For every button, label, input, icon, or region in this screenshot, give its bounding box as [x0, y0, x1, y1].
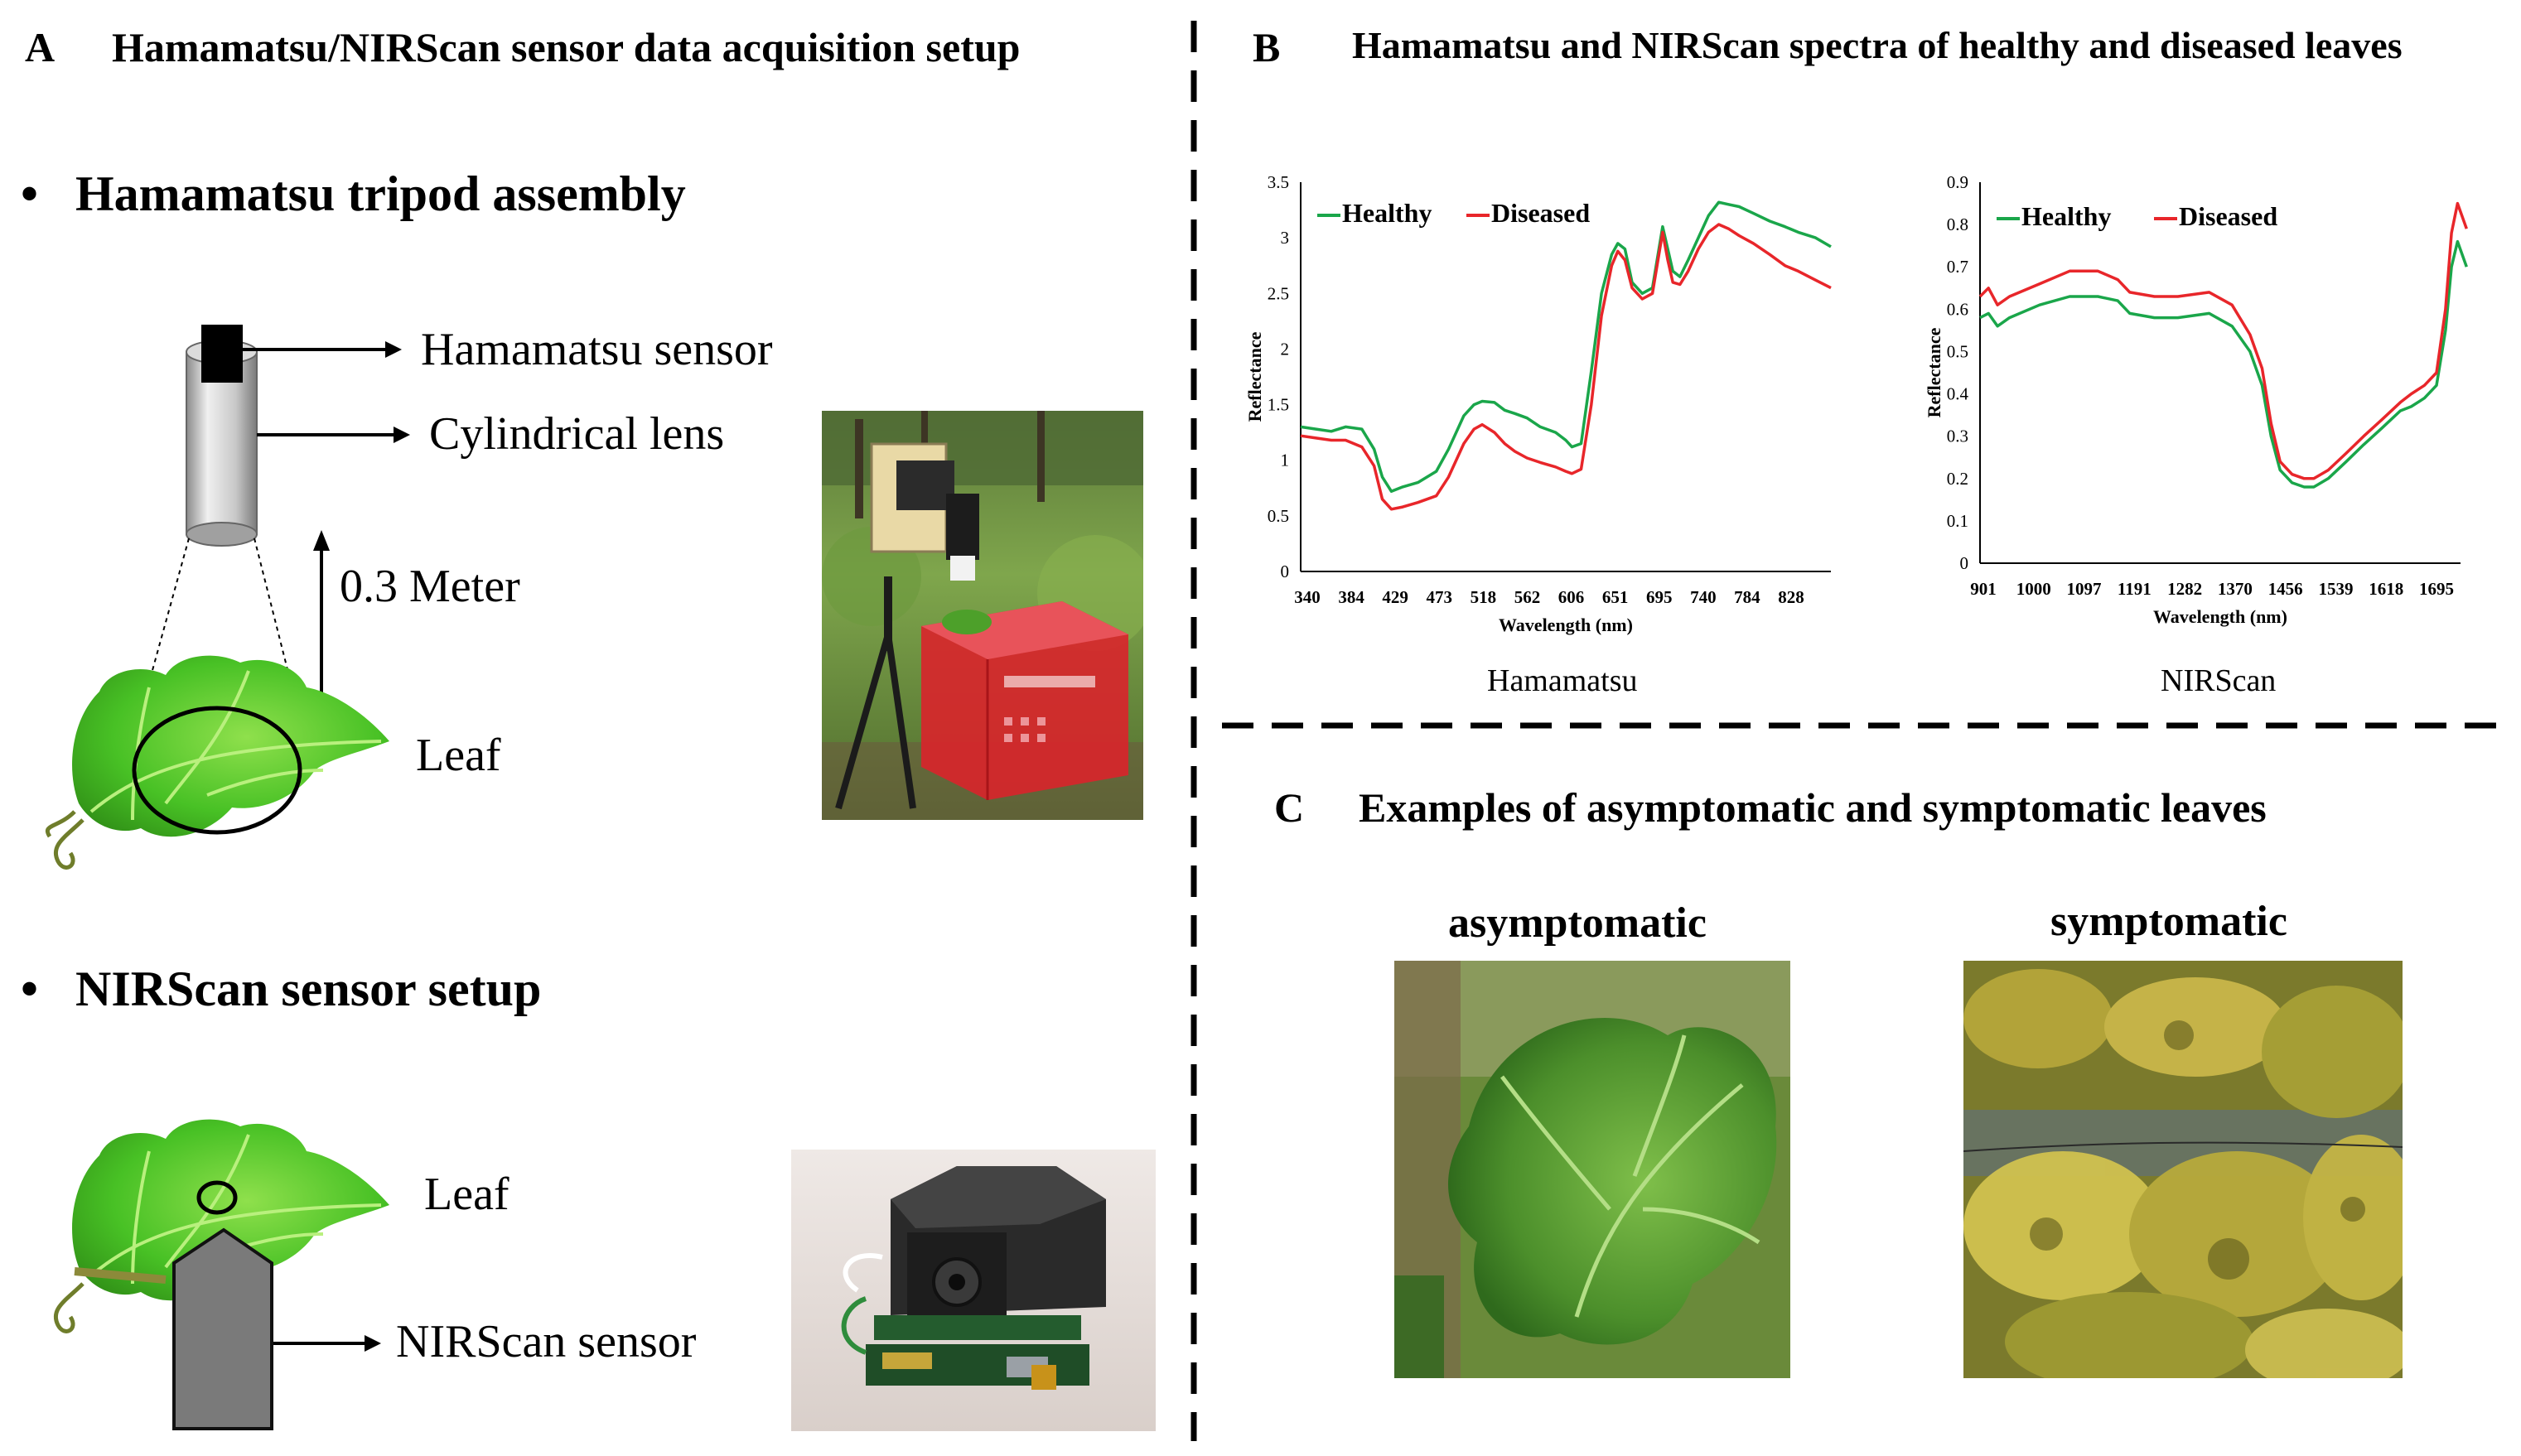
bullet-dot: • — [21, 166, 39, 221]
caption-hamamatsu: Hamamatsu — [1487, 663, 1638, 698]
x-tick-label: 784 — [1734, 587, 1760, 607]
nirscan-setup-diagram — [53, 1119, 389, 1430]
x-tick-label: 384 — [1338, 587, 1364, 607]
x-tick-label: 695 — [1646, 587, 1673, 607]
bullet-hamamatsu-label: Hamamatsu tripod assembly — [75, 166, 686, 221]
panel-b-letter: B — [1253, 24, 1281, 70]
label-cylindrical-lens: Cylindrical lens — [429, 408, 725, 460]
series-line-healthy — [1300, 200, 1832, 494]
x-tick-label: 651 — [1602, 587, 1629, 607]
label-hamamatsu-sensor: Hamamatsu sensor — [421, 324, 773, 375]
panel-b-title: Hamamatsu and NIRScan spectra of healthy… — [1352, 24, 2403, 66]
hamamatsu-sensor-shape — [201, 325, 243, 383]
label-leaf-2: Leaf — [424, 1169, 510, 1220]
x-tick-label: 1282 — [2167, 579, 2202, 599]
y-tick-label: 3.5 — [1268, 172, 1289, 192]
label-nirscan-sensor: NIRScan sensor — [396, 1316, 697, 1367]
legend-label-diseased: Diseased — [2179, 201, 2277, 231]
vertical-divider — [1190, 21, 1197, 1441]
y-tick-label: 3 — [1281, 228, 1290, 248]
label-asymptomatic: asymptomatic — [1448, 899, 1707, 947]
bullet-nirscan: • NIRScan sensor setup — [21, 961, 541, 1018]
y-tick-label: 0 — [1960, 553, 1969, 573]
y-tick-label: 0.2 — [1947, 469, 1968, 489]
x-tick-label: 1695 — [2419, 579, 2454, 599]
y-tick-label: 0.5 — [1268, 506, 1289, 526]
asymptomatic-leaf-photo — [1394, 961, 1790, 1378]
bullet-dot: • — [21, 962, 39, 1016]
y-tick-label: 0.6 — [1947, 299, 1968, 319]
nirscan-device-photo — [791, 1150, 1156, 1431]
nirscan-spectrum-chart: 0 0.1 0.2 0.3 0.4 0.5 0.6 0.7 0.8 0.9 901 1000 1097 1… — [1924, 172, 2468, 627]
x-tick-label: 473 — [1427, 587, 1453, 607]
x-axis-label: Wavelength (nm) — [1499, 615, 1633, 635]
legend-label-diseased: Diseased — [1491, 198, 1590, 228]
panel-c-letter: C — [1274, 784, 1305, 831]
hamamatsu-spectrum-chart: 0 0.5 1 1.5 2 2.5 3 3.5 340 384 429 473 518 562 606 651… — [1244, 172, 1832, 635]
label-symptomatic: symptomatic — [2050, 898, 2287, 945]
x-tick-label: 1097 — [2067, 579, 2102, 599]
x-tick-label: 901 — [1970, 579, 1997, 599]
label-distance: 0.3 Meter — [340, 561, 520, 612]
horizontal-divider — [1222, 722, 2514, 729]
x-tick-label: 518 — [1471, 587, 1497, 607]
legend-label-healthy: Healthy — [2021, 201, 2111, 231]
x-tick-label: 340 — [1294, 587, 1321, 607]
nirscan-sensor-shape — [172, 1227, 273, 1430]
y-axis-label: Reflectance — [1244, 331, 1265, 422]
symptomatic-leaf-photo — [1963, 961, 2403, 1378]
panel-c-title: Examples of asymptomatic and symptomatic… — [1359, 784, 2267, 831]
y-tick-label: 0.7 — [1947, 257, 1968, 277]
panel-a-letter: A — [25, 24, 56, 70]
x-tick-label: 562 — [1514, 587, 1541, 607]
series-line-diseased — [1300, 223, 1832, 511]
y-tick-label: 0.8 — [1947, 215, 1968, 234]
x-axis-label: Wavelength (nm) — [2153, 606, 2287, 627]
y-tick-label: 2.5 — [1268, 283, 1289, 303]
label-leaf-1: Leaf — [416, 730, 501, 781]
y-tick-label: 2 — [1281, 339, 1290, 359]
x-tick-label: 828 — [1778, 587, 1804, 607]
bullet-hamamatsu: • Hamamatsu tripod assembly — [21, 166, 686, 223]
y-tick-label: 0.4 — [1947, 384, 1969, 404]
measurement-spot — [132, 706, 302, 835]
caption-nirscan: NIRScan — [2161, 663, 2277, 698]
y-tick-label: 0.9 — [1947, 172, 1968, 192]
x-tick-label: 1539 — [2318, 579, 2353, 599]
y-tick-label: 0.3 — [1947, 427, 1968, 446]
measurement-spot — [196, 1180, 238, 1215]
x-tick-label: 740 — [1690, 587, 1717, 607]
y-tick-label: 1.5 — [1268, 395, 1289, 415]
x-tick-label: 1000 — [2016, 579, 2051, 599]
y-tick-label: 1 — [1281, 451, 1290, 470]
x-tick-label: 606 — [1558, 587, 1585, 607]
hamamatsu-assembly-diagram — [45, 325, 410, 870]
x-tick-label: 1370 — [2218, 579, 2253, 599]
x-tick-label: 1618 — [2369, 579, 2403, 599]
x-tick-label: 1191 — [2118, 579, 2152, 599]
panel-a-title: Hamamatsu/NIRScan sensor data acquisitio… — [112, 24, 1021, 70]
legend-label-healthy: Healthy — [1342, 198, 1432, 228]
series-line-diseased — [1978, 201, 2468, 480]
x-tick-label: 1456 — [2268, 579, 2303, 599]
y-axis-label: Reflectance — [1924, 327, 1944, 417]
series-line-healthy — [1979, 239, 2468, 489]
y-tick-label: 0.1 — [1947, 511, 1968, 531]
y-tick-label: 0.5 — [1947, 341, 1968, 361]
tripod-photo — [822, 411, 1143, 820]
x-tick-label: 429 — [1382, 587, 1408, 607]
y-tick-label: 0 — [1281, 562, 1290, 581]
leaf-icon — [45, 655, 389, 870]
bullet-nirscan-label: NIRScan sensor setup — [75, 962, 542, 1016]
